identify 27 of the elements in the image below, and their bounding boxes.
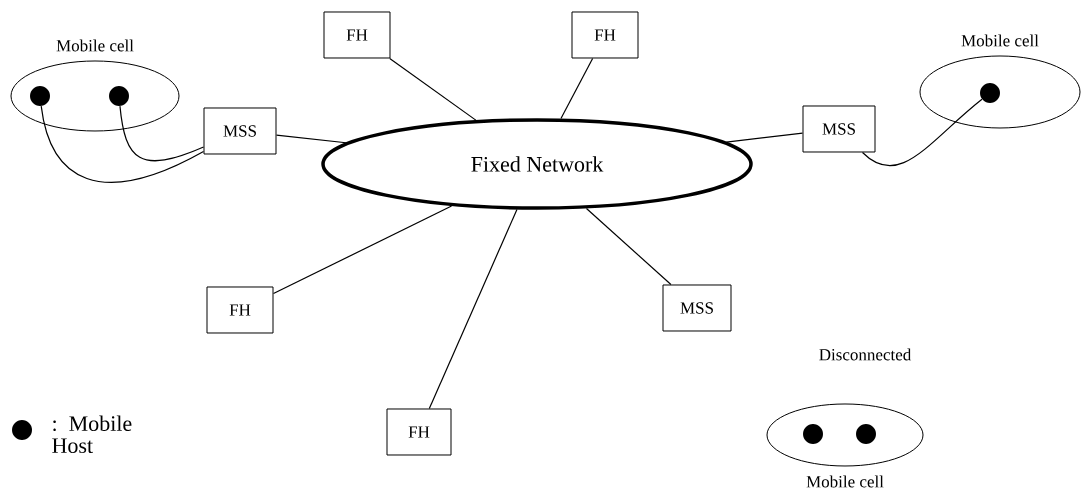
link-line [272, 205, 453, 295]
mobile-host-dot [980, 83, 1000, 103]
station-box: MSS [203, 107, 277, 155]
cell-label: Mobile cell [961, 34, 1039, 47]
station-box: FH [386, 408, 452, 456]
station-box: FH [571, 11, 639, 59]
station-box: MSS [802, 105, 876, 153]
link-line [389, 57, 477, 121]
station-box: FH [323, 11, 391, 59]
curved-link [119, 105, 205, 162]
link-line [585, 207, 672, 286]
mobile-host-dot [30, 86, 50, 106]
station-box: FH [206, 286, 274, 334]
link-line [725, 132, 804, 143]
curved-link [40, 105, 205, 183]
cell-label: Mobile cell [806, 475, 884, 488]
mobile-host-dot [803, 424, 823, 444]
station-box: MSS [662, 284, 732, 332]
link-line [560, 57, 594, 120]
link-line [275, 134, 347, 144]
link-line [428, 208, 518, 410]
cell-label: Mobile cell [56, 39, 134, 52]
mobile-host-dot [856, 424, 876, 444]
curved-link [861, 98, 983, 167]
status-label: Disconnected [819, 348, 912, 361]
mobile-host-dot [109, 86, 129, 106]
legend-text: : Mobile Host [52, 415, 132, 453]
